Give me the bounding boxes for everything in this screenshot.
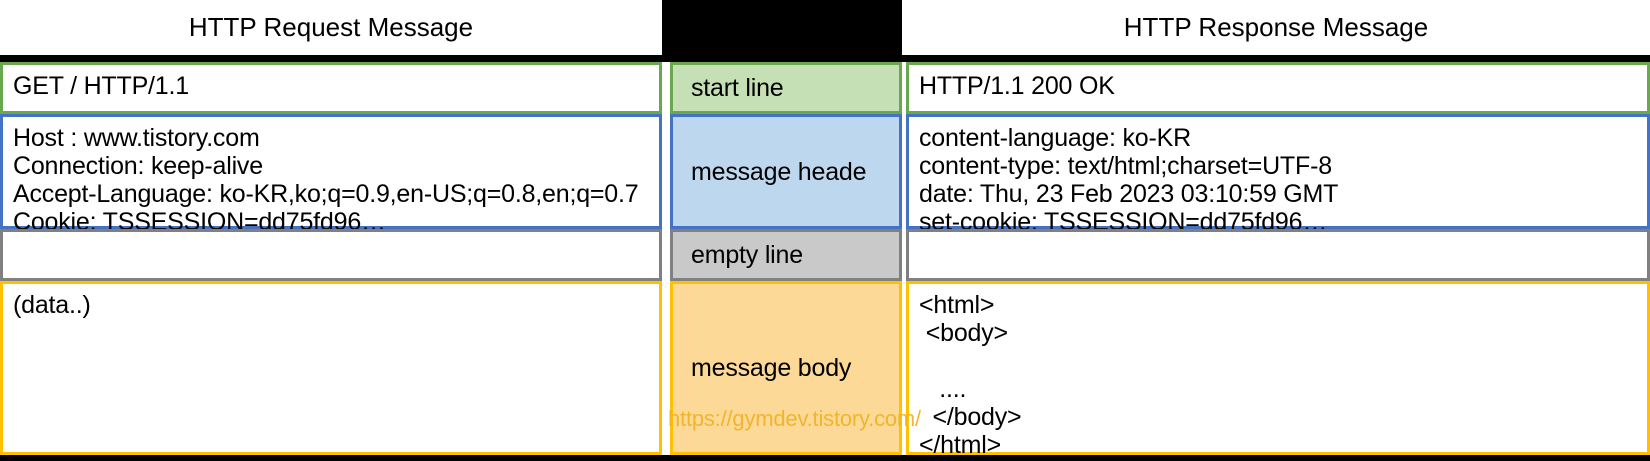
request-empty-line-cell	[0, 229, 662, 281]
response-start-line-cell: HTTP/1.1 200 OK	[906, 62, 1650, 114]
request-headers-cell: Host : www.tistory.com Connection: keep-…	[0, 114, 662, 236]
response-column-title: HTTP Response Message	[902, 0, 1650, 55]
request-column-title: HTTP Request Message	[0, 0, 662, 55]
label-message-body: message body	[670, 281, 902, 455]
label-empty-line: empty line	[670, 229, 902, 281]
response-body-cell: <html> <body> .... </body> </html>	[906, 281, 1650, 459]
response-headers-cell: content-language: ko-KR content-type: te…	[906, 114, 1650, 236]
response-empty-line-cell	[906, 229, 1650, 281]
request-body-cell: (data..)	[0, 281, 662, 455]
bottom-divider	[0, 455, 1650, 461]
label-start-line: start line	[670, 62, 902, 114]
request-start-line-cell: GET / HTTP/1.1	[0, 62, 662, 114]
middle-column-title	[662, 0, 902, 55]
label-message-header: message heade	[670, 114, 902, 229]
header-divider	[0, 55, 1650, 62]
watermark-url: https://gymdev.tistory.com/	[668, 406, 921, 431]
